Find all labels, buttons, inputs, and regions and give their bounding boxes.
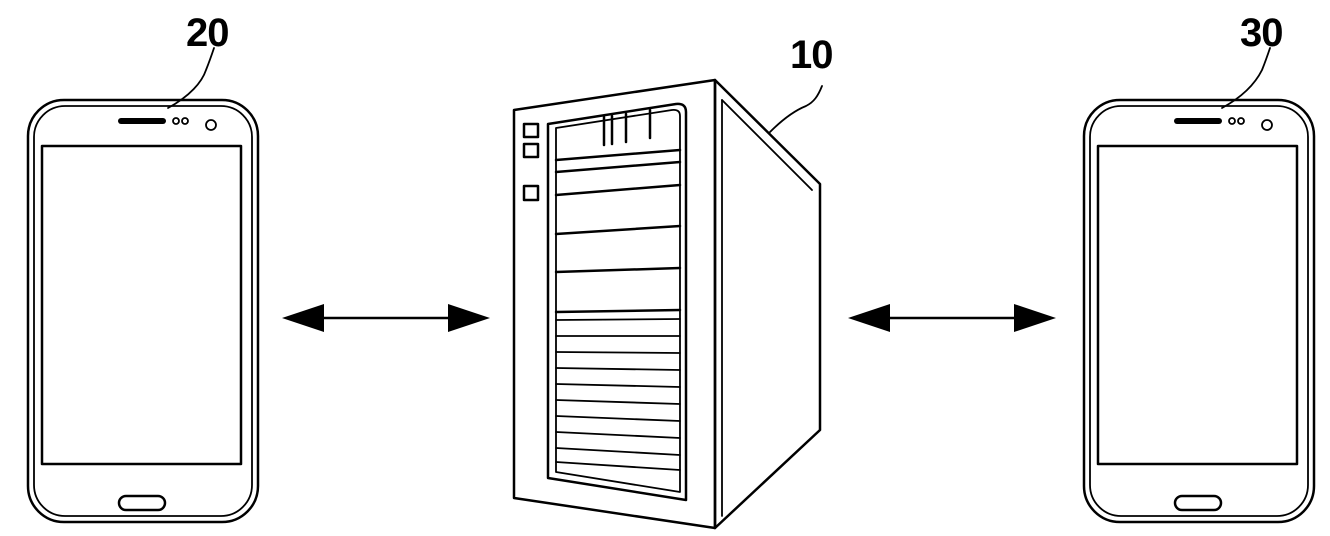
right-smartphone-icon — [1082, 98, 1316, 524]
right-phone-leader-line — [1221, 47, 1271, 109]
right-bidirectional-arrow-icon — [848, 304, 1056, 332]
left-phone-leader-line — [167, 47, 215, 109]
server-tower-icon — [512, 78, 822, 530]
left-phone-label: 20 — [186, 11, 229, 55]
server-label: 10 — [790, 33, 833, 77]
left-smartphone-icon — [26, 98, 260, 524]
left-bidirectional-arrow-icon — [282, 304, 490, 332]
server-leader-line — [769, 85, 823, 133]
right-phone-label: 30 — [1240, 11, 1283, 55]
